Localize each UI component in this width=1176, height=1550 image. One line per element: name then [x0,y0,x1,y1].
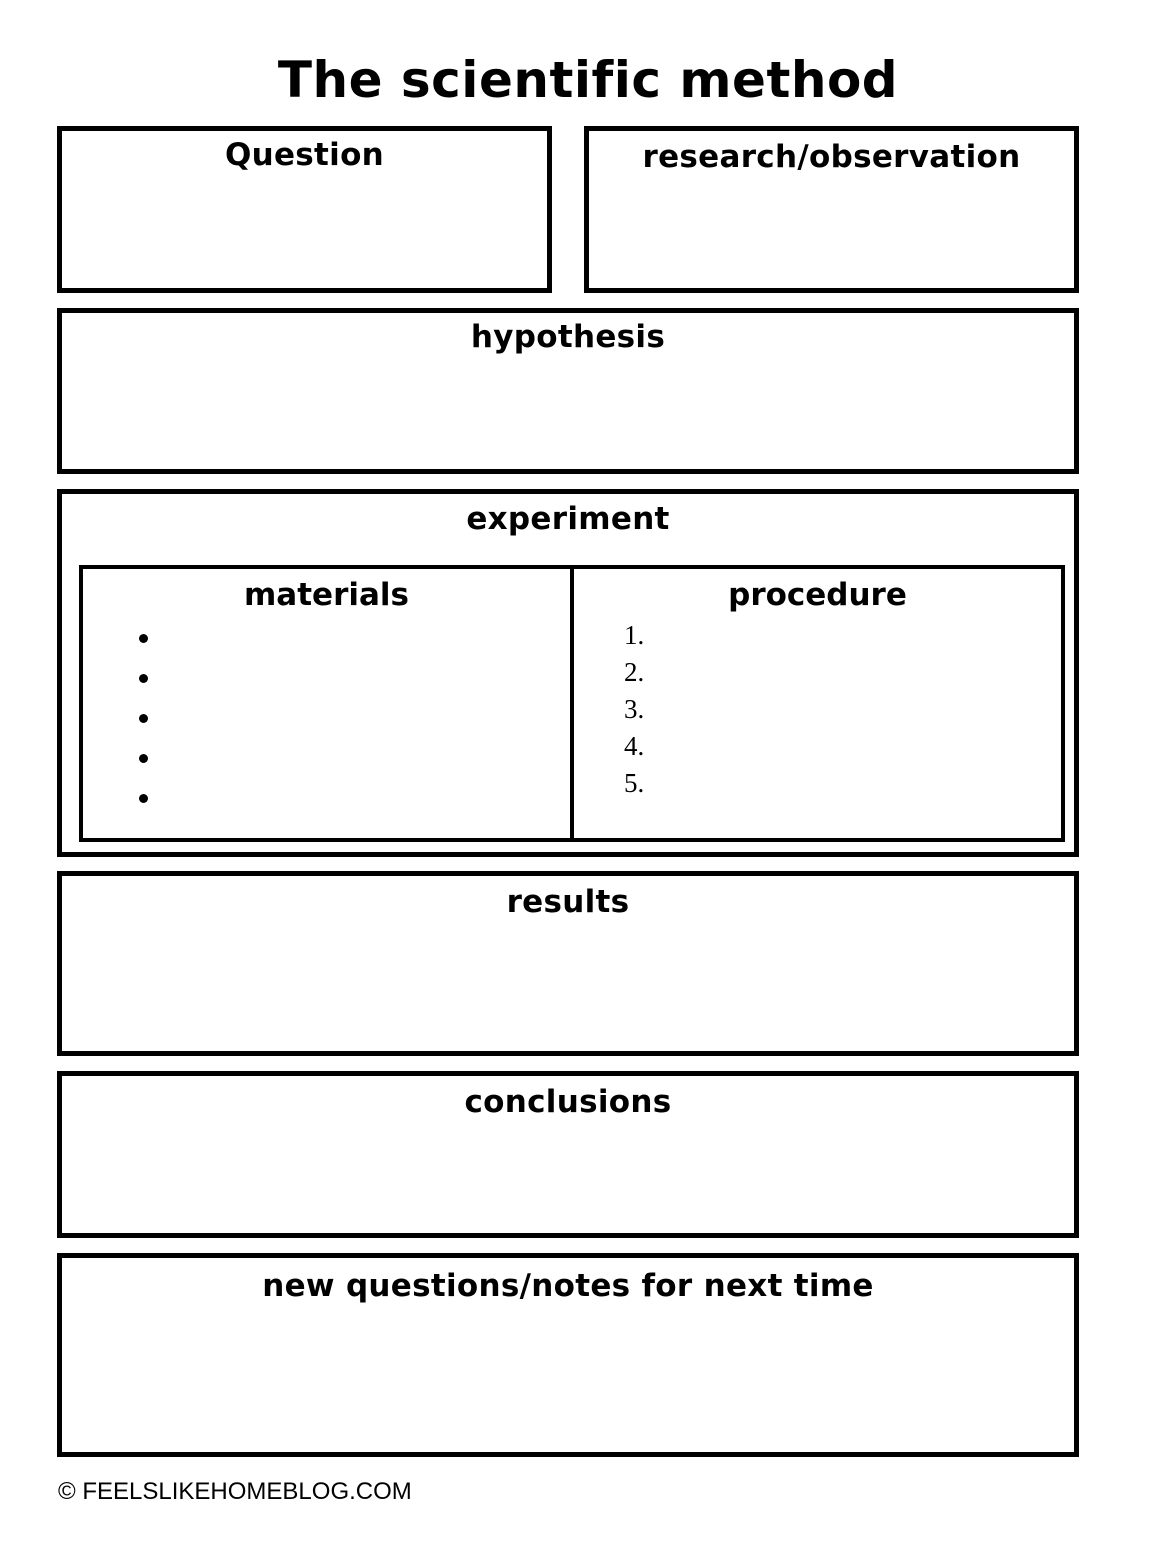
bullet-icon [139,674,148,683]
procedure-step[interactable]: 1. [624,620,645,650]
new-questions-notes-label: new questions/notes for next time [262,1268,874,1304]
experiment-label: experiment [466,501,670,537]
materials-column[interactable]: materials [83,569,574,838]
hypothesis-label: hypothesis [470,319,666,355]
results-label: results [506,884,630,920]
materials-label: materials [244,577,409,613]
procedure-label: procedure [728,577,907,613]
experiment-box: experiment materials procedure 1. 2. 3. … [57,489,1079,857]
research-observation-box[interactable]: research/observation [584,126,1079,293]
procedure-list: 1. 2. 3. 4. 5. [624,621,644,806]
new-questions-notes-box[interactable]: new questions/notes for next time [57,1253,1079,1457]
hypothesis-box[interactable]: hypothesis [57,308,1079,474]
research-observation-label: research/observation [642,139,1021,175]
procedure-step[interactable]: 2. [624,657,645,687]
conclusions-box[interactable]: conclusions [57,1071,1079,1238]
conclusions-label: conclusions [464,1084,672,1120]
procedure-column[interactable]: procedure 1. 2. 3. 4. 5. [574,569,1061,838]
bullet-icon [139,634,148,643]
results-box[interactable]: results [57,871,1079,1056]
bullet-icon [139,754,148,763]
procedure-step[interactable]: 3. [624,694,645,724]
copyright-footer: © FEELSLIKEHOMEBLOG.COM [58,1478,412,1505]
question-label: Question [224,137,385,173]
question-box[interactable]: Question [57,126,552,293]
experiment-table: materials procedure 1. 2. 3. 4. 5. [79,565,1065,842]
procedure-step[interactable]: 4. [624,731,645,761]
page-title: The scientific method [277,51,899,109]
bullet-icon [139,794,148,803]
bullet-icon [139,714,148,723]
procedure-step[interactable]: 5. [624,768,645,798]
